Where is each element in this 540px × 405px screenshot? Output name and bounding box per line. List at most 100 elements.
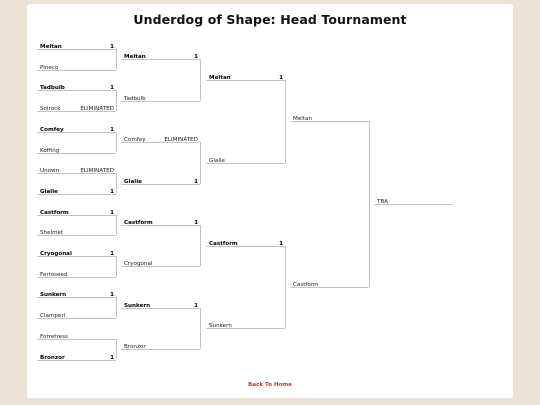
bracket-slot: Sunkern 1 [124,303,200,310]
competitor-name: Unown [40,168,60,175]
bracket-line [37,256,116,257]
bracket-slot: Comfey 1 [40,127,116,134]
bracket-line [121,183,200,185]
competitor-name: Bronzor [124,344,146,351]
competitor-name: Clamperl [40,313,66,320]
competitor-score: 1 [279,75,283,82]
bracket-line [121,224,200,226]
competitor-name: Castform [124,219,153,226]
bracket-line [121,142,200,144]
bracket-line [37,359,116,361]
bracket-line [37,49,116,50]
bracket-line [290,287,369,289]
bracket-line [121,59,200,61]
competitor-name: Castform [40,209,69,216]
bracket-slot: Meltan 1 [124,54,200,61]
competitor-name: Comfey [40,126,64,133]
competitor-score: 1 [110,251,114,257]
bracket-connector [116,297,117,319]
competitor-score: 1 [194,54,198,61]
bracket-slot: Cryogonal 1 [40,251,116,258]
competitor-name: Shelmet [40,230,64,237]
bracket-connector [116,214,117,236]
competitor-name: Forretress [40,333,68,340]
competitor-score: 1 [110,292,114,299]
bracket-connector [116,90,117,112]
bracket-line [290,121,369,123]
competitor-name: Comfey [124,137,146,144]
bracket-line [37,152,116,154]
bracket-line [37,131,116,133]
bracket-connector [116,338,117,360]
bracket-connector [116,131,117,153]
bracket-slot: Forretress [40,334,116,341]
bracket-slot: Clamperl [40,313,116,320]
competitor-name: Glalie [124,178,142,185]
competitor-name: Ferroseed [40,271,68,278]
competitor-name: Solrock [40,106,61,113]
competitor-score: 1 [110,209,114,216]
bracket-connector [369,121,370,288]
bracket-line [206,80,285,82]
bracket-slot: Shelmet [40,230,116,237]
competitor-score: 1 [194,302,198,309]
bracket-slot: Sunkern [209,323,285,330]
bracket-connector [116,173,117,194]
competitor-score: 1 [110,126,114,133]
bracket-line [121,349,200,351]
competitor-name: Cryogonal [124,261,153,268]
bracket-connector [285,80,286,163]
bracket-slot: Tadbulb [124,96,200,103]
bracket-connector [116,49,117,70]
bracket-line [37,318,116,320]
bracket-slot: Bronzor [124,344,200,351]
bracket-line [37,111,116,113]
back-to-home-link[interactable]: Back To Home [247,382,293,388]
competitor-name: Meltan [40,44,62,50]
page-title: Underdog of Shape: Head Tournament [133,12,407,27]
competitor-name: Meltan [124,54,146,61]
bracket-slot: Pineco [40,65,116,72]
bracket-line [37,173,116,175]
bracket-slot: Comfey ELIMINATED [124,137,200,144]
bracket-line [121,100,200,102]
bracket-line [206,245,285,247]
bracket-connector [200,307,201,350]
competitor-score: 1 [279,240,283,247]
bracket-line [37,338,116,340]
competitor-score: ELIMINATED [164,137,198,144]
competitor-name: Koffing [40,147,60,154]
bracket-slot: Cryogonal [124,261,200,268]
bracket-line [37,214,116,216]
competitor-name: Sunkern [209,323,232,330]
bracket-slot: Ferroseed [40,272,116,279]
bracket-line [374,204,453,206]
bracket-line [37,297,116,299]
bracket-connector [285,245,286,329]
bracket-connector [200,224,201,267]
bracket-line [206,162,285,164]
bracket-connector [200,59,201,101]
bracket-line [121,266,200,268]
bracket-slot: Castform 1 [40,210,116,217]
competitor-name: Cryogonal [40,251,72,257]
bracket-slot: TBA [377,199,453,206]
bracket-slot: Castform [293,282,369,289]
competitor-name: Castform [293,282,319,289]
competitor-score: ELIMINATED [80,106,114,113]
competitor-name: Sunkern [124,302,151,309]
competitor-score: 1 [110,85,114,92]
bracket-line [37,69,116,71]
competitor-name: Tadbulb [124,95,146,102]
bracket-card [27,4,513,398]
competitor-name: Glalie [209,157,225,164]
bracket-connector [200,142,201,184]
competitor-name: Bronzor [40,354,65,361]
